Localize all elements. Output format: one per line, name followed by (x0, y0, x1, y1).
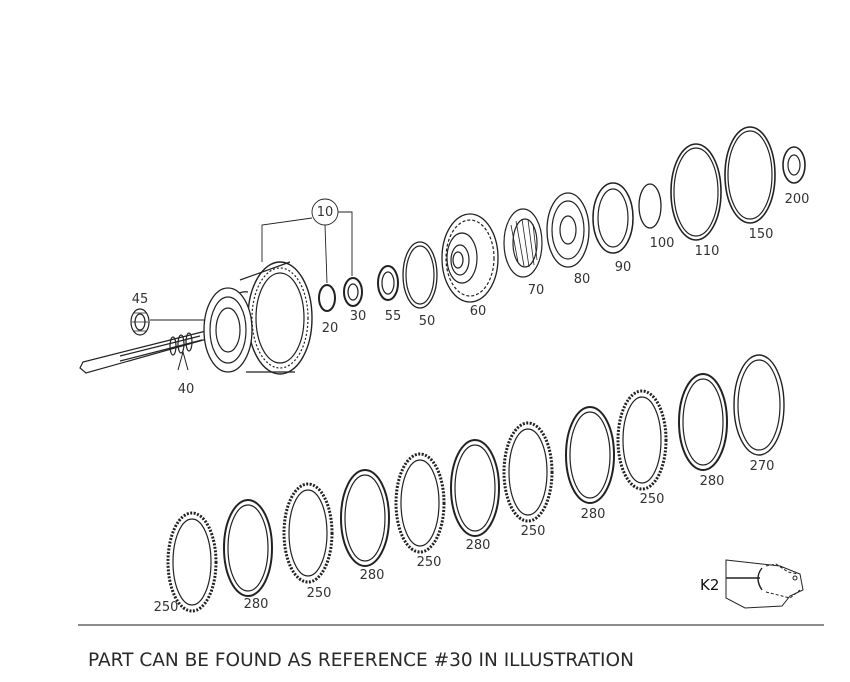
disc-280-c (450, 439, 500, 537)
label-20: 20 (322, 321, 339, 336)
label-disc-250-e: 250 (640, 492, 665, 507)
label-disc-280-e: 280 (700, 474, 725, 489)
disc-280-d (565, 406, 615, 504)
label-80: 80 (574, 272, 591, 287)
label-270: 270 (750, 459, 775, 474)
reference-caption: PART CAN BE FOUND AS REFERENCE #30 IN IL… (88, 650, 634, 671)
disc-250-c (394, 452, 446, 554)
disc-250-d (502, 421, 554, 523)
ring-20 (318, 284, 336, 312)
label-70: 70 (528, 283, 545, 298)
disc-280-b (340, 469, 390, 567)
label-disc-280-a: 280 (244, 597, 269, 612)
ring-100 (638, 183, 662, 229)
disc-250-b (282, 482, 334, 584)
ring-150 (724, 126, 776, 224)
label-110: 110 (695, 244, 720, 259)
label-40: 40 (178, 382, 195, 397)
label-10: 10 (317, 205, 334, 220)
disc-280-a (223, 499, 273, 597)
label-100: 100 (650, 236, 675, 251)
label-30: 30 (350, 309, 367, 324)
k2-locator-inset (725, 559, 804, 609)
label-150: 150 (749, 227, 774, 242)
ring-55 (377, 265, 399, 301)
spring-70 (503, 208, 543, 278)
disc-250-e (616, 389, 668, 491)
label-disc-280-b: 280 (360, 568, 385, 583)
shaft-40 (79, 329, 215, 374)
disc-250-a (166, 511, 218, 613)
clutch-drum (203, 261, 313, 375)
label-disc-250-d: 250 (521, 524, 546, 539)
piston-80 (546, 192, 590, 268)
bearing-45 (130, 308, 215, 336)
ring-110 (670, 143, 722, 241)
label-disc-250-a: 250 (154, 600, 179, 615)
leader-10 (261, 198, 353, 284)
disc-280-e (678, 373, 728, 471)
ring-270 (733, 354, 785, 456)
divider (78, 624, 824, 626)
label-disc-280-c: 280 (466, 538, 491, 553)
ring-30 (343, 277, 363, 307)
label-disc-280-d: 280 (581, 507, 606, 522)
ring-50 (402, 241, 438, 309)
label-200: 200 (785, 192, 810, 207)
label-disc-250-c: 250 (417, 555, 442, 570)
k2-label: K2 (700, 576, 719, 594)
bearing-200 (782, 146, 806, 184)
hub-60 (441, 213, 499, 303)
label-90: 90 (615, 260, 632, 275)
label-disc-250-b: 250 (307, 586, 332, 601)
label-60: 60 (470, 304, 487, 319)
label-45: 45 (132, 292, 149, 307)
seal-90 (592, 182, 634, 254)
label-55: 55 (385, 309, 402, 324)
label-50: 50 (419, 314, 436, 329)
